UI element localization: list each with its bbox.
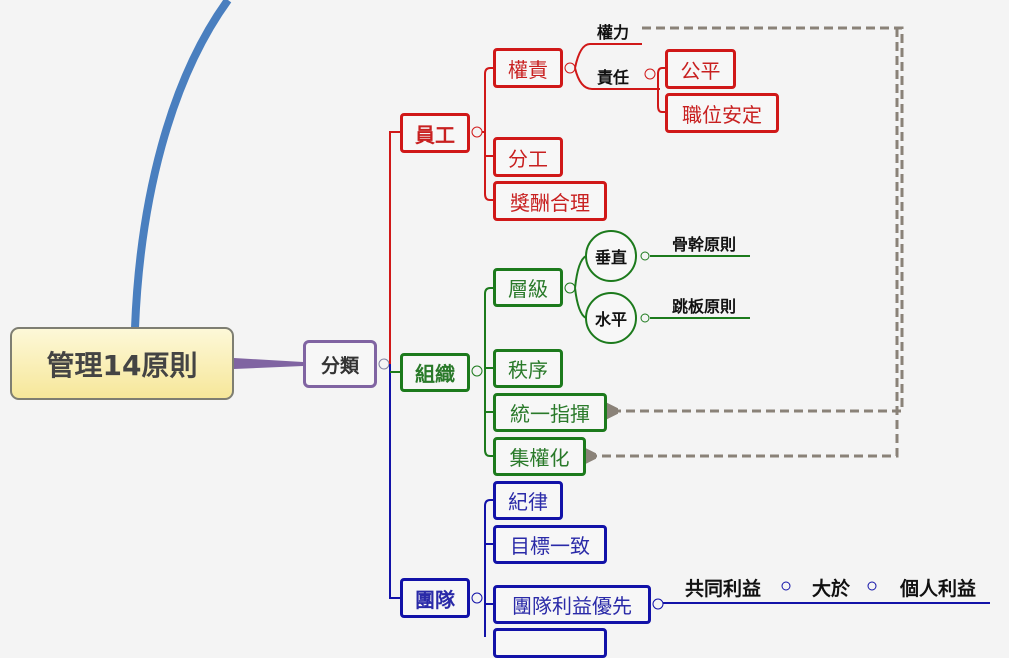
- responsibility-label[interactable]: 責任: [597, 68, 630, 87]
- relationship-arrow-command: [612, 26, 904, 411]
- team-child-cutoff[interactable]: [493, 628, 607, 658]
- connector-lines: [131, 0, 990, 637]
- authority-label[interactable]: 權力: [597, 23, 630, 42]
- unity-of-command-node[interactable]: 統一指揮: [493, 393, 607, 432]
- relationship-arrow-centralization: [590, 28, 899, 456]
- common-interest-label[interactable]: 共同利益: [685, 578, 762, 600]
- unity-of-direction-node[interactable]: 目標一致: [493, 525, 607, 564]
- individual-interest-label[interactable]: 個人利益: [900, 578, 977, 600]
- division-of-work-node[interactable]: 分工: [493, 137, 563, 177]
- centralization-node[interactable]: 集權化: [493, 437, 586, 476]
- team-interest-node[interactable]: 團隊利益優先: [493, 585, 651, 624]
- remuneration-node[interactable]: 獎酬合理: [493, 181, 607, 221]
- parent-connector: [131, 0, 232, 329]
- gangplank-label[interactable]: 跳板原則: [672, 297, 737, 316]
- root-connector: [234, 358, 303, 369]
- organization-node[interactable]: 組織: [400, 353, 470, 392]
- horizontal-node[interactable]: 水平: [585, 292, 637, 344]
- team-node[interactable]: 團隊: [400, 578, 470, 618]
- discipline-node[interactable]: 紀律: [493, 481, 563, 520]
- root-topic[interactable]: 管理14原則: [10, 327, 234, 400]
- authority-responsibility-node[interactable]: 權責: [493, 48, 563, 88]
- stability-node[interactable]: 職位安定: [665, 93, 779, 133]
- equity-node[interactable]: 公平: [665, 49, 736, 89]
- employee-node[interactable]: 員工: [400, 113, 470, 153]
- scalar-chain-label[interactable]: 骨幹原則: [672, 235, 737, 254]
- order-node[interactable]: 秩序: [493, 349, 563, 388]
- greater-than-label[interactable]: 大於: [812, 578, 851, 600]
- hierarchy-node[interactable]: 層級: [493, 268, 563, 307]
- vertical-node[interactable]: 垂直: [585, 230, 637, 282]
- category-node[interactable]: 分類: [303, 340, 377, 388]
